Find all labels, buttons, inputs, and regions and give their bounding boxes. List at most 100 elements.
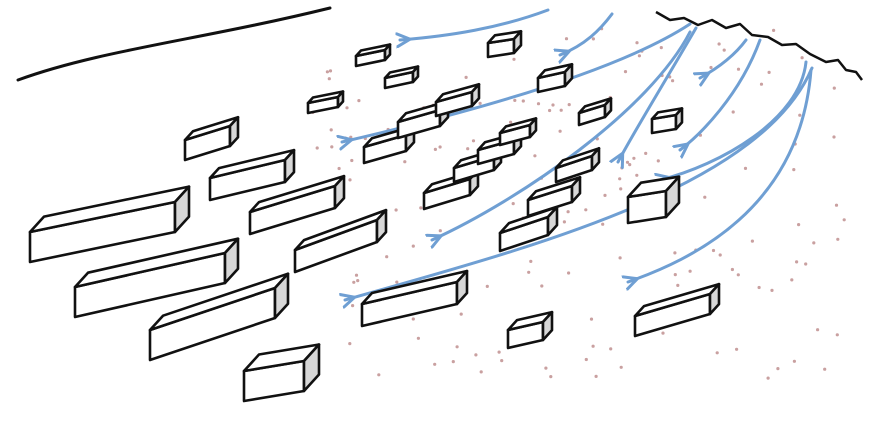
airflow-dot	[564, 37, 569, 41]
airflow-dot	[823, 367, 827, 371]
left-horizon-line	[16, 6, 332, 82]
wind-arrow	[680, 38, 762, 150]
airflow-dot	[566, 210, 570, 214]
airflow-dot	[730, 267, 735, 272]
airflow-dot	[591, 344, 595, 348]
airflow-dot	[357, 99, 361, 103]
building-block	[633, 282, 721, 338]
wind-arrow	[400, 8, 550, 40]
airflow-dot	[500, 359, 504, 363]
building-block	[293, 208, 388, 274]
building-block	[506, 310, 554, 350]
airflow-dot	[511, 202, 515, 206]
airflow-dot	[438, 145, 442, 149]
airflow-dot	[459, 312, 463, 316]
airflow-dot	[620, 166, 624, 170]
airflow-dot	[623, 70, 628, 74]
airflow-dot	[618, 256, 622, 260]
airflow-dot	[474, 353, 478, 357]
airflow-dot	[832, 135, 836, 139]
building-block	[28, 185, 191, 264]
airflow-dot	[527, 270, 531, 274]
airflow-dot	[676, 283, 680, 287]
airflow-dot	[766, 376, 770, 380]
airflow-dot	[433, 147, 437, 151]
airflow-dot	[567, 271, 571, 275]
airflow-dot	[717, 42, 721, 46]
airflow-dot	[451, 360, 455, 364]
airflow-dot	[329, 128, 333, 132]
airflow-dot	[594, 374, 598, 378]
airflow-dot	[736, 273, 740, 277]
airflow-dot	[419, 206, 423, 210]
airflow-dot	[759, 82, 764, 86]
airflow-dot	[433, 362, 437, 366]
airflow-dot	[584, 357, 588, 362]
building-block	[554, 147, 601, 184]
airflow-dot	[328, 69, 333, 73]
building-block	[354, 43, 392, 68]
airflow-dot	[559, 108, 563, 112]
airflow-dot	[536, 102, 541, 106]
airflow-dot	[832, 86, 836, 90]
building-block	[434, 83, 481, 118]
airflow-dot	[485, 284, 489, 288]
airflow-dot	[356, 279, 360, 283]
airflow-dot	[533, 154, 537, 158]
airflow-dot	[659, 46, 663, 50]
airflow-dot	[603, 193, 607, 197]
wind-arrows-group	[342, 8, 814, 300]
wind-arrow	[618, 26, 698, 162]
building-block	[526, 175, 582, 218]
airflow-dot	[835, 333, 839, 337]
airflow-dot	[812, 241, 816, 245]
mountain-ridge-line	[655, 10, 863, 81]
airflow-dot	[558, 129, 562, 133]
building-block	[360, 269, 469, 328]
airflow-dot	[618, 177, 622, 181]
building-block	[486, 29, 523, 59]
airflow-dot	[792, 168, 796, 172]
building-block	[248, 174, 346, 236]
airflow-dot	[804, 262, 808, 266]
airflow-dot	[551, 103, 555, 107]
airflow-dot	[798, 113, 802, 117]
airflow-dot	[351, 304, 355, 308]
wind-arrow	[432, 30, 692, 240]
airflow-dot	[673, 251, 677, 255]
airflow-dot	[718, 253, 722, 257]
airflow-dot	[842, 218, 846, 222]
airflow-dot	[589, 317, 594, 321]
airflow-dot	[619, 187, 623, 191]
building-block	[577, 97, 613, 127]
airflow-dot	[772, 28, 776, 32]
airflow-dot	[661, 331, 665, 335]
building-block	[626, 175, 681, 225]
airflow-dot	[315, 146, 319, 150]
airflow-dot	[567, 103, 571, 107]
building-block	[650, 107, 684, 135]
building-block	[242, 343, 321, 403]
airflow-dot	[795, 260, 799, 264]
airflow-dot	[635, 41, 639, 45]
building-block	[208, 148, 296, 202]
airflow-dot	[743, 166, 748, 170]
wind-arrow	[700, 38, 748, 78]
airflow-dot	[797, 223, 801, 227]
airflow-dot	[834, 203, 839, 207]
airflow-dot	[529, 259, 533, 263]
airflow-dot	[711, 248, 716, 253]
airflow-dot	[509, 120, 513, 124]
airflow-dot	[345, 106, 349, 110]
airflow-dot	[354, 273, 359, 277]
airflow-dot	[348, 178, 352, 182]
airflow-dot	[549, 375, 553, 379]
airflow-dot	[757, 285, 761, 290]
airflow-dot	[750, 239, 755, 243]
airflow-dot	[584, 208, 588, 212]
airflow-dot	[776, 367, 780, 371]
airflow-dot	[348, 342, 352, 346]
airflow-dot	[735, 347, 739, 351]
airflow-dot	[709, 65, 713, 70]
airflow-dot	[512, 57, 516, 61]
